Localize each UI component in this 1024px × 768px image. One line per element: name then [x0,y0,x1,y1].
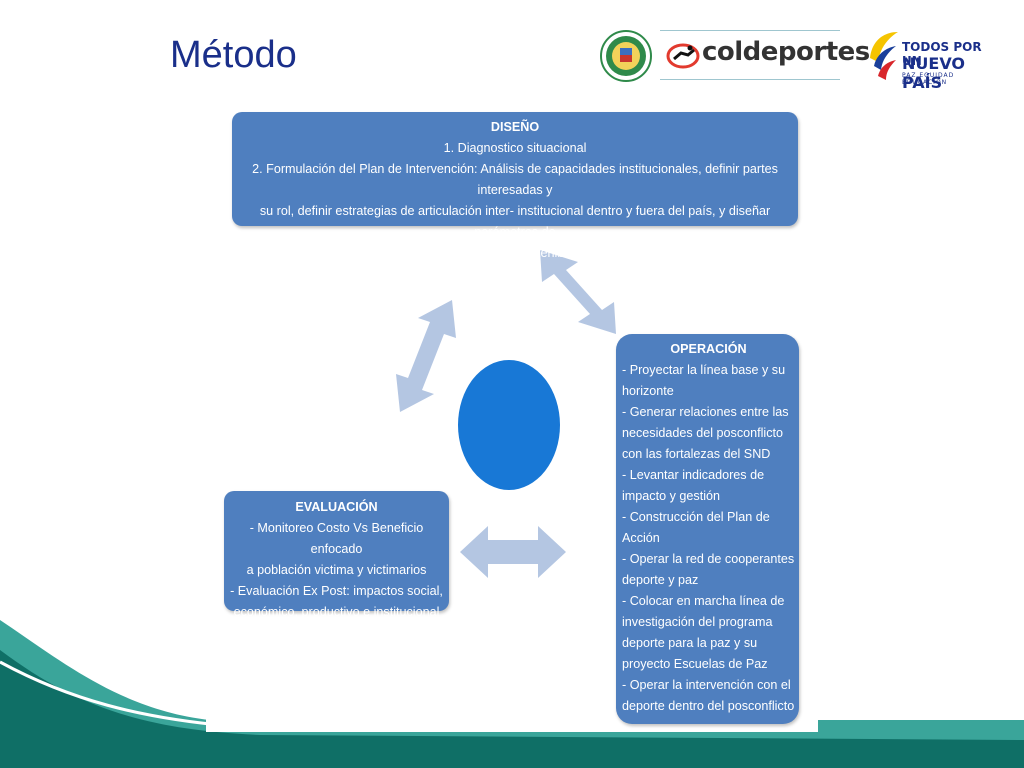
diseno-line: su rol, definir estrategias de articulac… [259,204,771,239]
operacion-line: - Proyectar la línea base y su [622,363,786,377]
operacion-line: proyecto Escuelas de Paz [622,657,768,671]
tpn-line2: NUEVO PAÍS [902,54,966,92]
operacion-line: deporte para la paz y su [622,636,758,650]
todos-por-un-nuevo-pais-logo: TODOS POR UN NUEVO PAÍS PAZ EQUIDAD EDUC… [866,28,996,92]
tpn-line3: PAZ EQUIDAD EDUCACIÓN [902,72,955,86]
slide-title: Método [170,34,297,76]
center-circle [458,360,560,490]
operacion-line: Acción [622,531,660,545]
operacion-line: - Operar la intervención con el [622,678,791,692]
diseno-heading: DISEÑO [490,120,540,134]
evaluacion-line: a población victima y victimarios [246,563,427,577]
operacion-line: - Construcción del Plan de [622,510,770,524]
evaluacion-line: - Monitoreo Costo Vs Beneficio enfocado [249,521,424,556]
operacion-line: - Colocar en marcha línea de [622,594,785,608]
runner-icon [666,43,700,69]
evaluacion-line: - Evaluación Ex Post: impactos social, [230,584,443,598]
operacion-line: - Operar la red de cooperantes [622,552,795,566]
coldeportes-logo: coldeportes [660,30,870,80]
operacion-line: - Generar relaciones entre las [622,405,789,419]
colombia-seal-logo [600,30,652,82]
box-operacion: OPERACIÓN - Proyectar la línea base y su… [616,334,799,724]
diseno-line: 2. Formulación del Plan de Intervención:… [252,162,778,197]
operacion-line: deporte y paz [622,573,699,587]
operacion-line: necesidades del posconflicto [622,426,784,440]
operacion-line: con las fortalezas del SND [622,447,771,461]
coldeportes-wordmark: coldeportes [702,37,870,67]
operacion-line: investigación del programa [622,615,773,629]
box-evaluacion: EVALUACIÓN - Monitoreo Costo Vs Benefici… [224,491,449,619]
diseno-line: 1. Diagnostico situacional [443,141,587,155]
evaluacion-heading: EVALUACIÓN [295,500,378,514]
operacion-heading: OPERACIÓN [670,342,747,356]
operacion-line: horizonte [622,384,674,398]
tpn-line1: TODOS POR UN [902,40,982,68]
diseno-line: seguimiento y sostenibilidad [436,246,594,260]
box-diseno: DISEÑO 1. Diagnostico situacional 2. For… [232,112,798,260]
operacion-line: impacto y gestión [622,489,721,503]
operacion-line: - Levantar indicadores de [622,468,765,482]
flag-swoosh-icon [870,32,898,80]
operacion-line: deporte dentro del posconflicto [622,699,795,713]
evaluacion-line: económico, productivo e institucional [233,605,440,619]
